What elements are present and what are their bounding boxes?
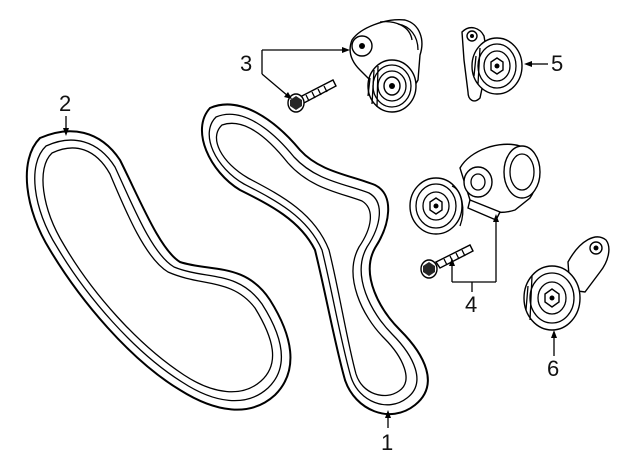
callout-4: 4 xyxy=(465,292,477,317)
callout-3: 3 xyxy=(240,51,252,76)
callout-5: 5 xyxy=(551,51,563,76)
callout-3-leader xyxy=(261,47,350,99)
tensioner-4 xyxy=(409,143,541,235)
callout-1: 1 xyxy=(381,430,393,455)
callout-2-leader xyxy=(63,116,69,136)
bolt-3 xyxy=(287,79,337,113)
callout-2: 2 xyxy=(59,91,71,116)
belt-1 xyxy=(200,103,429,415)
callout-1-leader xyxy=(385,410,391,428)
callout-4-leader xyxy=(449,214,499,292)
idler-6 xyxy=(523,236,610,356)
callout-6: 6 xyxy=(547,356,559,381)
idler-5 xyxy=(461,26,548,102)
bolt-4 xyxy=(420,244,474,279)
tensioner-3 xyxy=(349,19,423,113)
belt-2 xyxy=(25,130,292,411)
